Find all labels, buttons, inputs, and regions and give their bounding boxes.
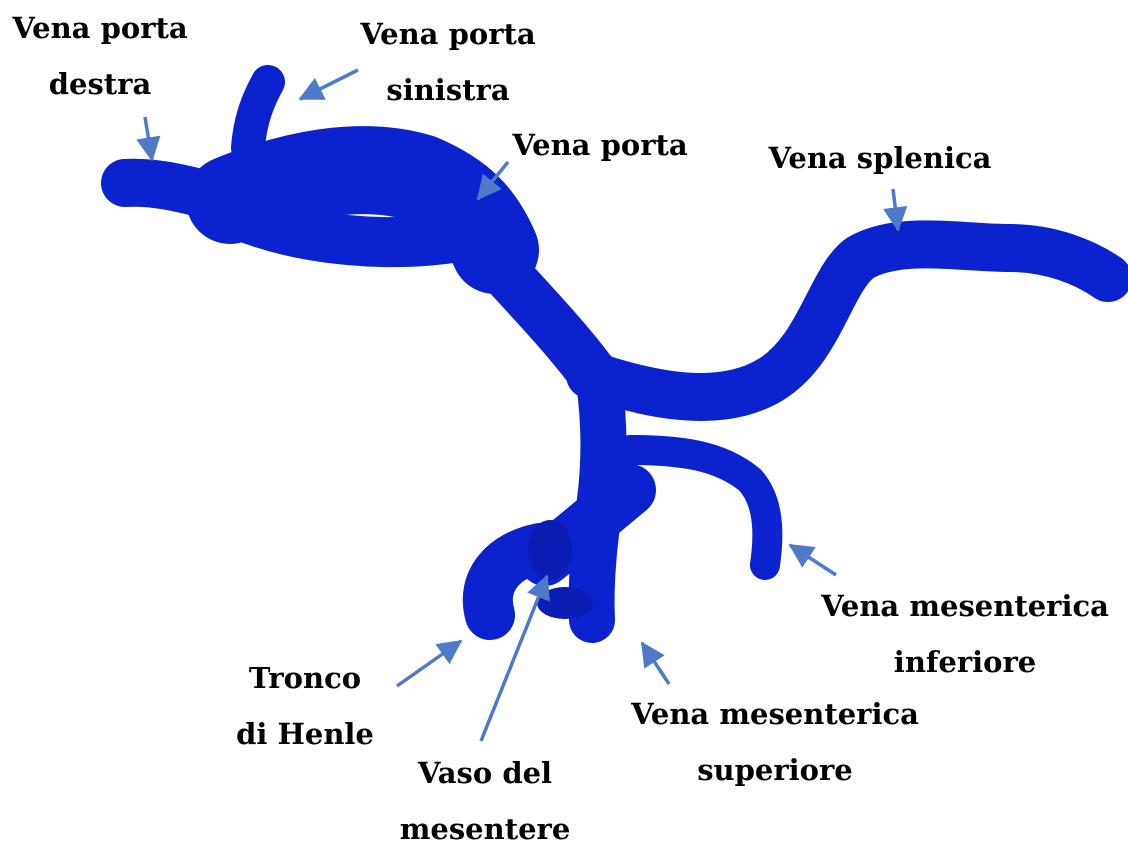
label-line: Tronco — [215, 650, 395, 706]
vessel-shade-henle — [528, 520, 572, 580]
label-line: mesentere — [380, 801, 590, 857]
label-line: Vena porta — [348, 6, 548, 62]
label-vena-porta-sinistra: Vena porta sinistra — [348, 6, 548, 118]
label-vena-porta-destra: Vena porta destra — [0, 0, 200, 112]
label-line: Vaso del — [380, 745, 590, 801]
label-vaso-del-mesentere: Vaso del mesentere — [380, 745, 590, 857]
label-line: Vena porta — [500, 117, 700, 173]
label-vena-mesenterica-superiore: Vena mesenterica superiore — [620, 686, 930, 798]
arrow-tronco-di-henle — [397, 641, 461, 686]
label-line: sinistra — [348, 62, 548, 118]
label-line: Vena porta — [0, 0, 200, 56]
label-vena-porta: Vena porta — [500, 117, 700, 173]
label-line: destra — [0, 56, 200, 112]
label-vena-mesenterica-inferiore: Vena mesenterica inferiore — [810, 578, 1120, 690]
label-line: inferiore — [810, 634, 1120, 690]
arrow-vena-mesenterica-superiore — [642, 643, 669, 684]
arrow-vena-mesenterica-inferiore — [790, 545, 836, 575]
label-line: Vena splenica — [755, 130, 1005, 186]
label-line: superiore — [620, 742, 930, 798]
left-portal-branch — [248, 82, 268, 148]
inferior-mesenteric-vein — [630, 450, 767, 565]
label-line: Vena mesenterica — [810, 578, 1120, 634]
splenic-vein — [590, 244, 1108, 397]
label-tronco-di-henle: Tronco di Henle — [215, 650, 395, 762]
arrow-vena-porta-destra — [145, 117, 152, 160]
portal-trunk — [485, 250, 590, 370]
vessel-shade-trunk — [537, 587, 593, 619]
label-line: Vena mesenterica — [620, 686, 930, 742]
portal-vein-lower — [240, 215, 470, 242]
label-line: di Henle — [215, 706, 395, 762]
label-vena-splenica: Vena splenica — [755, 130, 1005, 186]
